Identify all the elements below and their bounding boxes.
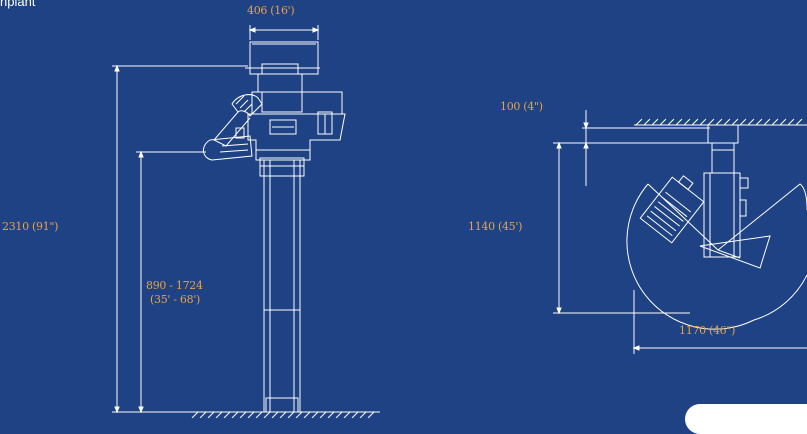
- ceiling-gap-label: 100 (4"): [500, 100, 543, 113]
- total-height-dimension: [112, 64, 248, 414]
- swing-width-label: 1170 (46"): [679, 324, 736, 337]
- head-width-label: 406 (16'): [247, 4, 295, 17]
- ceiling-gap-dimension: [582, 110, 710, 186]
- head-width-dimension: [248, 25, 320, 40]
- arm-height-label-line2: (35' - 68'): [150, 293, 201, 306]
- swing-arc: [626, 183, 807, 330]
- floor-hatch: [190, 411, 380, 418]
- left-elevation-view: [112, 25, 380, 418]
- side-height-dimension: [553, 141, 690, 315]
- technical-drawing: [112, 25, 807, 418]
- support-column: [259, 157, 305, 413]
- arm-height-dimension: [136, 150, 206, 414]
- partial-title: nplant: [0, 0, 36, 9]
- ceiling-hatch: [634, 118, 807, 126]
- corner-tab-shape: [685, 404, 807, 434]
- ceiling-column: [703, 124, 749, 258]
- side-height-label: 1140 (45'): [468, 220, 523, 233]
- arm-height-label-line1: 890 - 1724: [146, 279, 203, 292]
- swing-width-dimension: [632, 290, 807, 354]
- angled-tube: [203, 94, 263, 161]
- tilted-tube: [639, 175, 705, 244]
- total-height-label: 2310 (91"): [2, 220, 59, 233]
- right-elevation-view: [553, 110, 807, 354]
